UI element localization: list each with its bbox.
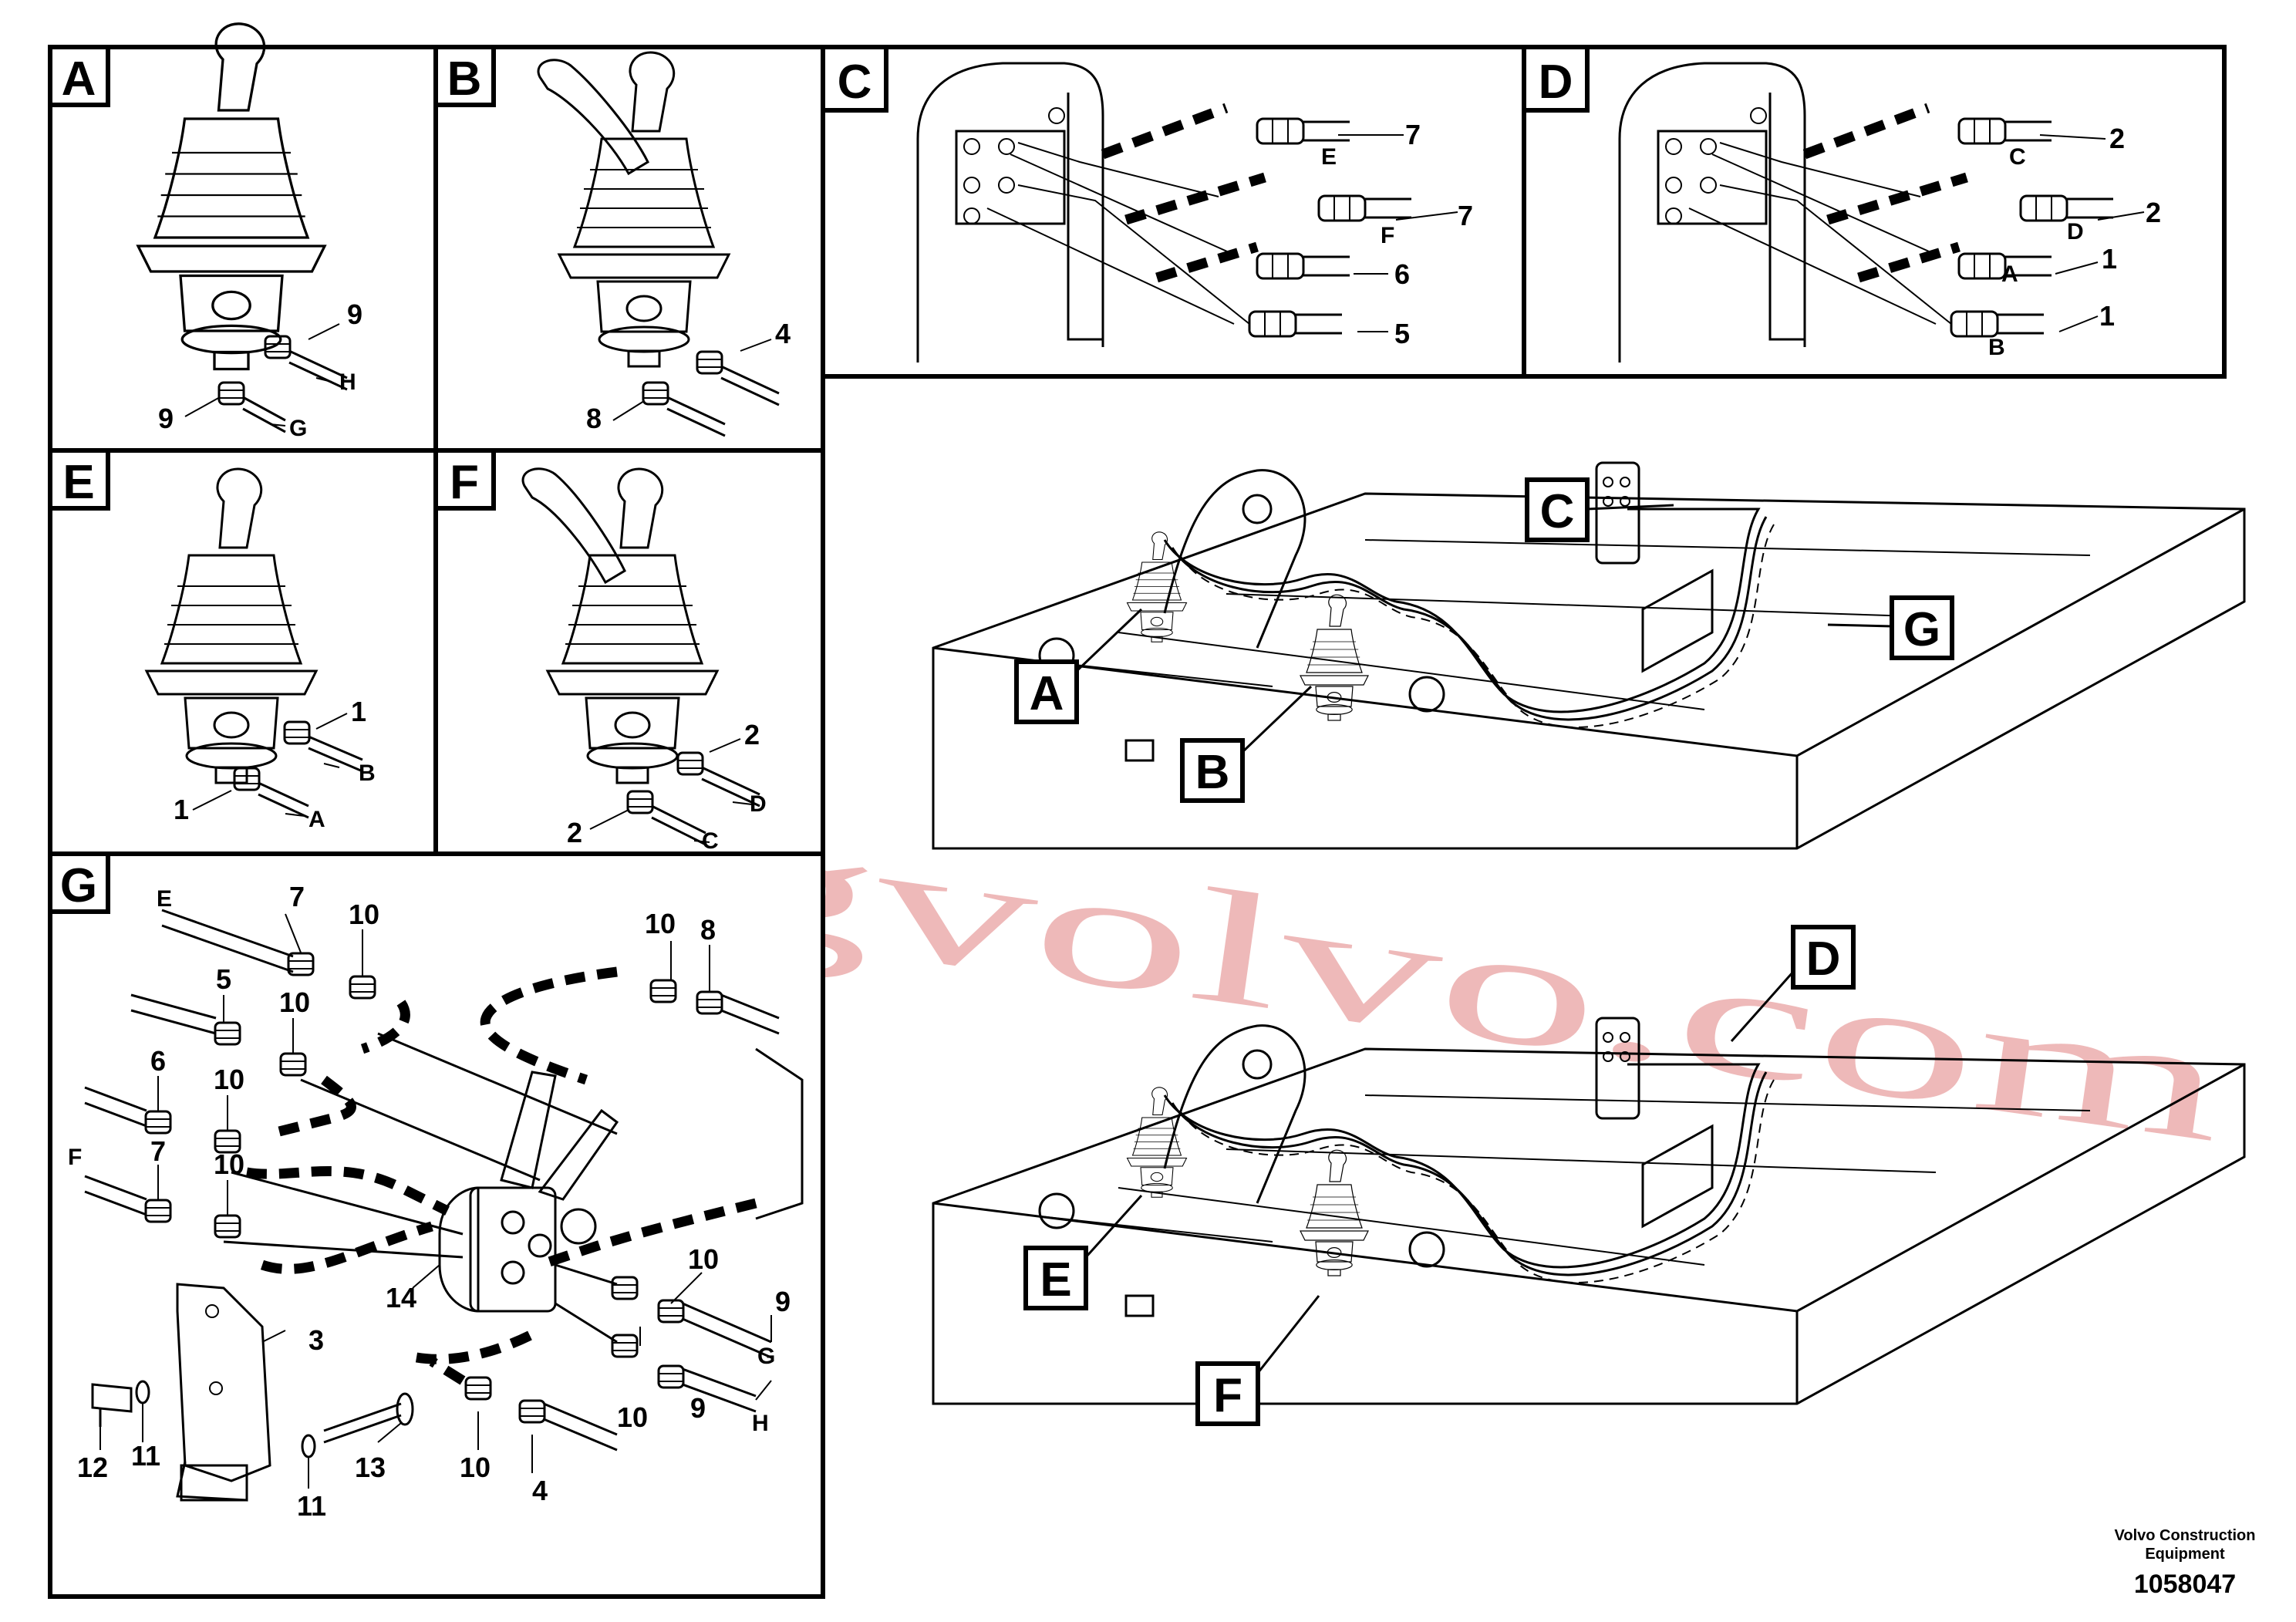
panel-d-callout-d: D bbox=[2067, 219, 2084, 244]
panel-g-callout-6: 6 bbox=[150, 1045, 166, 1077]
panel-b-label: B bbox=[447, 52, 482, 106]
panel-g-callout-f: F bbox=[68, 1145, 82, 1170]
panel-d-callout-2a: 2 bbox=[2109, 123, 2125, 154]
overview-label-a: A bbox=[1030, 667, 1064, 720]
panel-c-callout-f: F bbox=[1381, 223, 1394, 248]
overview-label-e: E bbox=[1040, 1253, 1071, 1307]
panel-g-callout-11a: 11 bbox=[131, 1440, 160, 1472]
panel-g-callout-e: E bbox=[157, 886, 172, 912]
panel-g-callout-10e: 10 bbox=[214, 1148, 244, 1180]
panel-b-callout-4: 4 bbox=[775, 318, 791, 349]
panel-c-callout-e: E bbox=[1321, 144, 1337, 170]
panel-g-callout-8: 8 bbox=[700, 914, 716, 946]
panel-g-callout-10h: 10 bbox=[460, 1452, 491, 1483]
panel-g-callout-10a: 10 bbox=[349, 899, 379, 930]
panel-c-callout-7a: 7 bbox=[1405, 119, 1421, 150]
panel-a-label: A bbox=[62, 52, 96, 106]
panel-e-label: E bbox=[62, 456, 94, 509]
overview-callouts: C G A B D E F bbox=[1014, 477, 1954, 1426]
panel-c-callout-6: 6 bbox=[1394, 258, 1410, 290]
panel-g-callout-9a: 9 bbox=[775, 1286, 791, 1317]
panel-d-callout-b: B bbox=[1988, 335, 2005, 360]
panel-g-callout-10d: 10 bbox=[214, 1064, 244, 1095]
overview-label-c: C bbox=[1540, 485, 1575, 538]
panel-g-callout-10b: 10 bbox=[645, 908, 676, 939]
panel-g-callout-10c: 10 bbox=[279, 986, 310, 1018]
panel-f-label: F bbox=[450, 456, 479, 509]
panel-g-callout-7b: 7 bbox=[150, 1135, 166, 1167]
panel-g-label: G bbox=[60, 859, 97, 912]
panel-a-callout-9b: 9 bbox=[158, 403, 174, 434]
overview-label-d: D bbox=[1806, 932, 1841, 986]
panel-d-callout-2b: 2 bbox=[2146, 197, 2161, 228]
panel-g-callout-14: 14 bbox=[386, 1282, 416, 1313]
panel-e-callout-1b: 1 bbox=[174, 794, 189, 825]
panel-a: A 9 H 9 G bbox=[48, 22, 438, 453]
footer-company-line2: Equipment bbox=[2145, 1546, 2225, 1563]
panel-c-callout-7b: 7 bbox=[1458, 200, 1473, 231]
panel-g-callout-5: 5 bbox=[216, 963, 231, 995]
panel-g-callout-10f: 10 bbox=[688, 1243, 719, 1275]
panel-g-callout-13: 13 bbox=[355, 1452, 386, 1483]
panel-e: E 1 B 1 A bbox=[48, 448, 438, 856]
panel-g-callout-g: G bbox=[757, 1344, 775, 1369]
panel-e-callout-a: A bbox=[308, 807, 325, 832]
panel-b: B 4 8 bbox=[433, 45, 825, 453]
panel-g-callout-10g: 10 bbox=[617, 1401, 648, 1433]
panel-g-callout-11b: 11 bbox=[297, 1490, 326, 1522]
panel-g-callout-7a: 7 bbox=[289, 881, 305, 912]
panel-g-callout-12: 12 bbox=[77, 1452, 108, 1483]
panel-c: C E 7 F 7 6 5 bbox=[821, 45, 1526, 379]
panel-f-callout-c: C bbox=[702, 828, 719, 854]
overview-label-b: B bbox=[1195, 746, 1230, 799]
panel-g-callout-9b: 9 bbox=[690, 1392, 706, 1424]
footer-company-line1: Volvo Construction bbox=[2115, 1527, 2256, 1544]
panel-a-callout-9a: 9 bbox=[347, 298, 362, 330]
panel-c-label: C bbox=[838, 56, 872, 109]
panel-d: D C 2 D 2 A 1 B 1 bbox=[1522, 45, 2227, 379]
footer: Volvo Construction Equipment 1058047 bbox=[2115, 1527, 2256, 1599]
overview-label-f: F bbox=[1213, 1369, 1242, 1422]
panel-g-callout-3: 3 bbox=[308, 1324, 324, 1356]
panel-g: G bbox=[48, 851, 825, 1599]
panel-f-callout-2b: 2 bbox=[567, 817, 582, 848]
panel-g-callout-h: H bbox=[752, 1411, 769, 1436]
panel-e-callout-1a: 1 bbox=[351, 696, 366, 727]
panel-f-callout-2a: 2 bbox=[744, 719, 760, 750]
panel-d-callout-1a: 1 bbox=[2102, 243, 2117, 275]
panel-c-callout-5: 5 bbox=[1394, 318, 1410, 349]
panel-e-callout-b: B bbox=[359, 760, 376, 786]
panel-d-callout-1b: 1 bbox=[2099, 300, 2115, 332]
panel-d-label: D bbox=[1539, 56, 1573, 109]
footer-drawing-code: 1058047 bbox=[2134, 1570, 2236, 1599]
panel-d-callout-c: C bbox=[2009, 144, 2026, 170]
panel-g-callout-4: 4 bbox=[532, 1475, 548, 1506]
panel-a-callout-g: G bbox=[289, 416, 307, 441]
panel-d-callout-a: A bbox=[2001, 261, 2018, 287]
overview-label-g: G bbox=[1903, 603, 1940, 656]
panel-b-callout-8: 8 bbox=[586, 403, 602, 434]
panel-f: F 2 D 2 C bbox=[433, 448, 825, 856]
panel-a-callout-h: H bbox=[339, 369, 356, 395]
panel-f-callout-d: D bbox=[750, 791, 767, 817]
